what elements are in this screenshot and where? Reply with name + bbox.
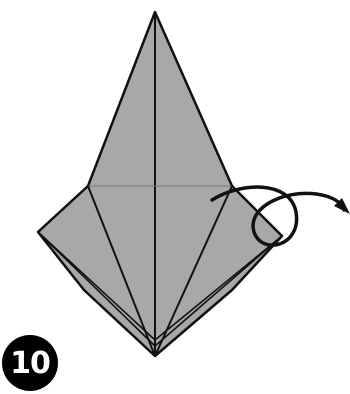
step-number: 10 (10, 346, 50, 381)
paper-body (38, 12, 282, 356)
step-number-badge: 10 (2, 335, 58, 391)
